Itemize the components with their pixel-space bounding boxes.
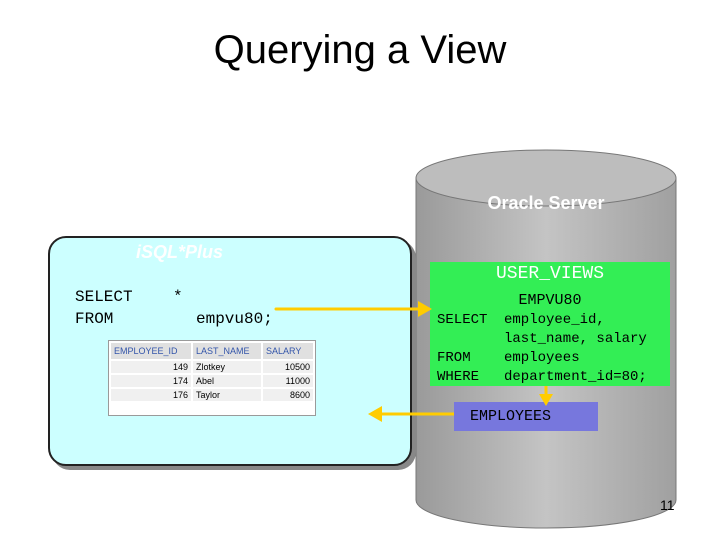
slide-title: Querying a View — [213, 28, 507, 72]
table-cell: Abel — [193, 375, 261, 387]
view-def-keyword: SELECT — [437, 312, 488, 328]
view-name: EMPVU80 — [518, 292, 582, 309]
oracle-server-label: Oracle Server — [487, 193, 605, 213]
table-row: 176 Taylor 8600 — [111, 389, 313, 401]
table-row: 174 Abel 11000 — [111, 375, 313, 387]
column-header: LAST_NAME — [193, 343, 261, 359]
arrowhead-right — [418, 301, 432, 317]
user-views-box — [430, 262, 670, 386]
view-def-keyword: FROM — [437, 350, 471, 366]
view-def-text: department_id=80; — [504, 369, 647, 385]
select-column: * — [173, 288, 183, 306]
table-row: 149 Zlotkey 10500 — [111, 361, 313, 373]
table-cell: 174 — [111, 375, 191, 387]
table-cell: 149 — [111, 361, 191, 373]
query-result-table: EMPLOYEE_ID LAST_NAME SALARY 149 Zlotkey… — [108, 340, 316, 416]
select-keyword: SELECT — [75, 288, 133, 306]
from-keyword: FROM — [75, 310, 114, 328]
view-def-text: employee_id, — [504, 312, 605, 328]
column-header: EMPLOYEE_ID — [111, 343, 191, 359]
employees-table-box — [454, 402, 598, 431]
table-cell: 8600 — [263, 389, 313, 401]
view-def-text: employees — [504, 350, 580, 366]
employees-table-label: EMPLOYEES — [470, 408, 552, 425]
view-def-text: last_name, salary — [504, 331, 647, 347]
arrowhead-down — [539, 394, 553, 406]
isql-plus-label: iSQL*Plus — [136, 242, 224, 262]
table-header-row: EMPLOYEE_ID LAST_NAME SALARY — [111, 343, 313, 359]
column-header: SALARY — [263, 343, 313, 359]
table-cell: 11000 — [263, 375, 313, 387]
view-def-keyword: WHERE — [437, 369, 480, 385]
arrowhead-left — [368, 406, 382, 422]
user-views-title: USER_VIEWS — [495, 264, 605, 284]
table-cell: 176 — [111, 389, 191, 401]
cylinder-top — [415, 149, 677, 207]
table-cell: Taylor — [193, 389, 261, 401]
table-cell: Zlotkey — [193, 361, 261, 373]
table-cell: 10500 — [263, 361, 313, 373]
from-object: empvu80; — [196, 310, 273, 328]
page-number: 11 — [660, 497, 675, 513]
